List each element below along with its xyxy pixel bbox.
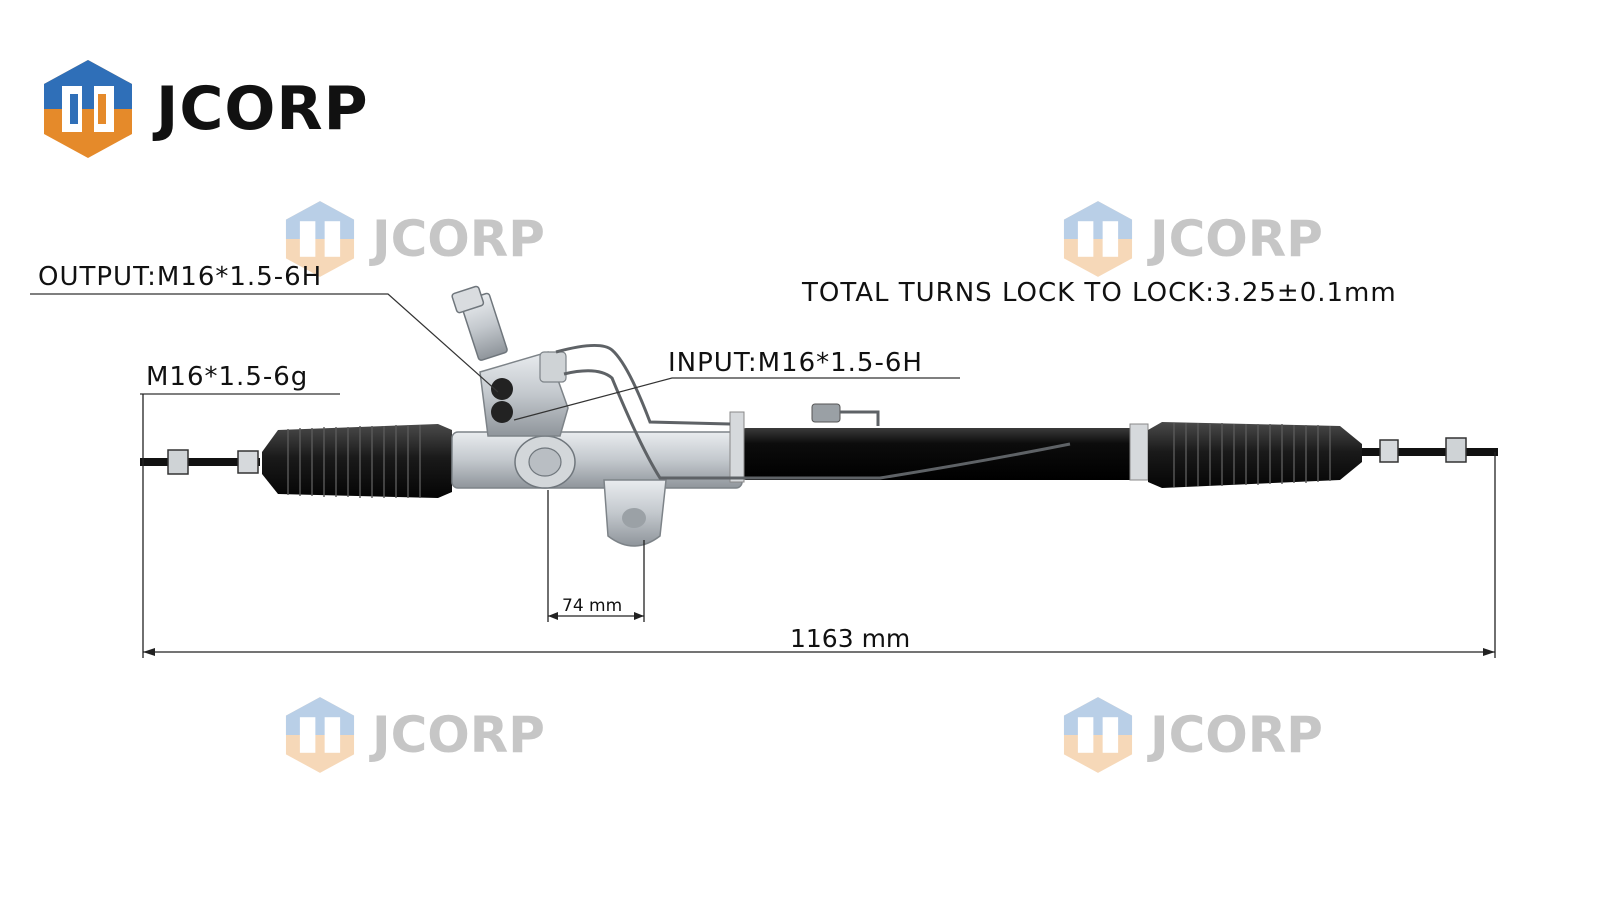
- power-cylinder-tube: [729, 403, 1142, 483]
- output-port-label: OUTPUT:M16*1.5-6H: [38, 262, 323, 292]
- tie-rod-thread-label: M16*1.5-6g: [146, 362, 309, 392]
- valve-housing: [451, 285, 743, 547]
- watermark-logo-icon: [1063, 697, 1133, 773]
- right-bellows-boot: [1129, 422, 1362, 488]
- watermark-text: JCORP: [372, 210, 545, 268]
- watermark-logo-icon: [285, 697, 355, 773]
- mount-width-dimension: 74 mm: [562, 596, 623, 616]
- right-tie-rod: [1362, 437, 1498, 463]
- watermark: JCORP: [282, 694, 545, 776]
- watermark-text: JCORP: [1150, 706, 1323, 764]
- hydraulic-lines: [555, 344, 1071, 480]
- watermark-logo-icon: [1063, 201, 1133, 277]
- input-port-label: INPUT:M16*1.5-6H: [668, 348, 923, 378]
- dimension-lines: [142, 394, 1496, 658]
- watermark-logo-icon: [285, 201, 355, 277]
- jcorp-logo-icon: [44, 60, 132, 158]
- watermark-text: JCORP: [372, 706, 545, 764]
- brand-logo: JCORP: [40, 56, 369, 162]
- watermark: JCORP: [1060, 198, 1323, 280]
- watermark: JCORP: [1060, 694, 1323, 776]
- watermark-text: JCORP: [1150, 210, 1323, 268]
- watermark: JCORP: [282, 198, 545, 280]
- left-tie-rod: [140, 449, 260, 475]
- dimension-arrowheads: [143, 612, 1495, 656]
- overall-length-dimension: 1163 mm: [790, 624, 911, 653]
- leader-lines: [30, 293, 960, 421]
- brand-name: JCORP: [156, 74, 369, 144]
- left-bellows-boot: [262, 424, 452, 498]
- total-turns-label: TOTAL TURNS LOCK TO LOCK:3.25±0.1mm: [802, 278, 1397, 308]
